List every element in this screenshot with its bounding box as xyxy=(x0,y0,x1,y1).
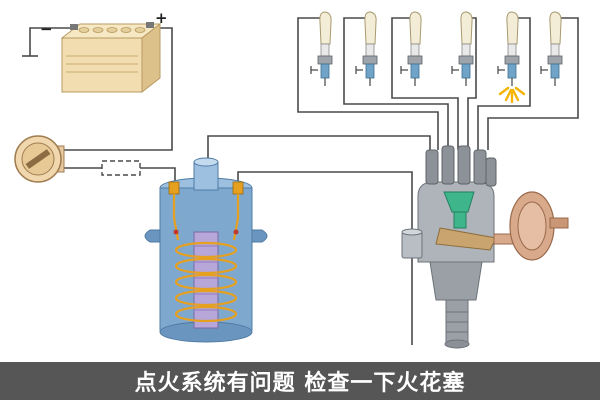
coil-terminal-right xyxy=(232,181,244,195)
distributor-rotor xyxy=(443,191,475,213)
ballast-resistor-icon xyxy=(101,160,141,176)
ht-lead-1 xyxy=(297,17,439,150)
positive-mark: + xyxy=(155,9,168,27)
ignition-switch-icon xyxy=(14,135,65,183)
negative-mark: − xyxy=(40,20,53,38)
spark-plug-5 xyxy=(497,11,526,104)
ht-lead-4 xyxy=(466,17,477,150)
coil-windings xyxy=(172,194,240,323)
caption-text: 点火系统有问题 检查一下火花塞 xyxy=(134,371,466,396)
capacitor-icon xyxy=(401,228,423,259)
ignition-diagram: − + xyxy=(14,9,579,349)
ignition-coil-icon xyxy=(144,157,268,343)
ht-lead-6 xyxy=(487,17,579,150)
spark-plug-row xyxy=(310,11,563,104)
distributor-icon xyxy=(417,145,497,349)
spark-plug-4 xyxy=(451,11,474,86)
spark-plug-3 xyxy=(400,11,423,86)
ht-lead-5 xyxy=(477,17,531,150)
spark-icon xyxy=(498,86,526,104)
battery-positive-wire xyxy=(60,27,173,151)
positive-terminal xyxy=(146,22,154,28)
spark-plug-1 xyxy=(310,11,333,86)
battery-negative-wire xyxy=(29,27,70,56)
ht-lead-3 xyxy=(391,17,459,150)
caption-bar: 点火系统有问题 检查一下火花塞 xyxy=(0,362,600,400)
negative-terminal xyxy=(70,24,78,30)
spark-plug-6 xyxy=(540,11,563,86)
vacuum-advance-icon xyxy=(493,191,569,261)
coil-iron-core xyxy=(193,231,219,329)
spark-plug-2 xyxy=(355,11,378,86)
ht-lead-2 xyxy=(343,17,449,150)
coil-to-points-wire xyxy=(237,171,413,345)
distributor-cap-towers xyxy=(425,145,497,187)
coil-terminal-left xyxy=(168,181,180,195)
battery-icon: − + xyxy=(40,9,168,94)
coil-ht-lead xyxy=(207,135,431,160)
